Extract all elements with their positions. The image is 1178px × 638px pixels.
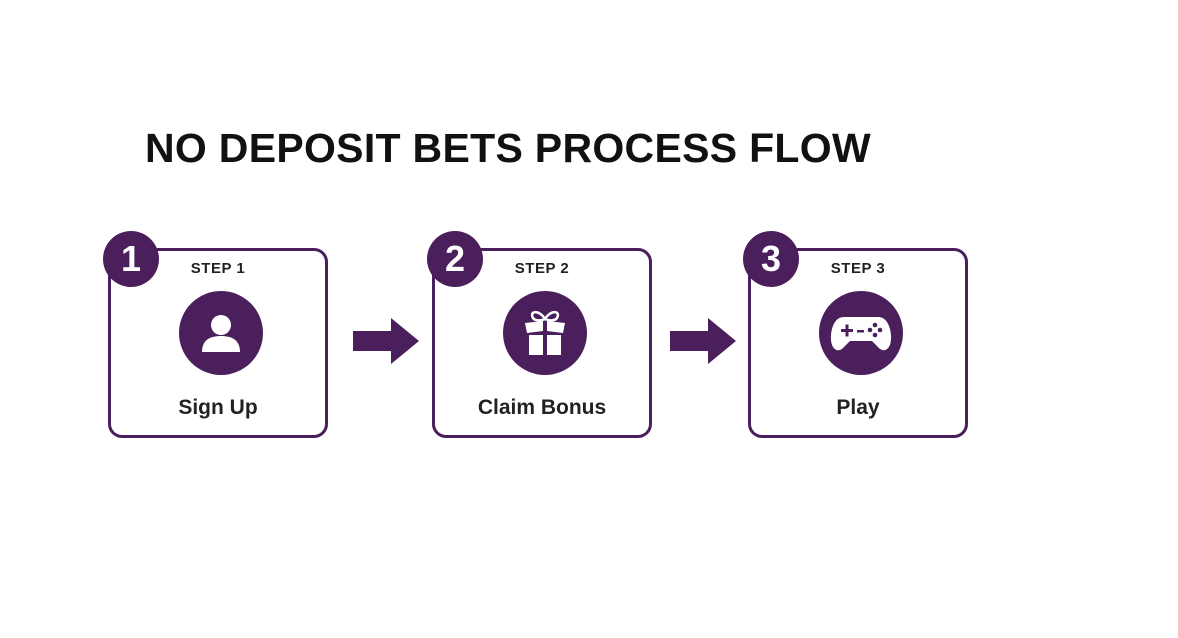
diagram-title: NO DEPOSIT BETS PROCESS FLOW	[145, 125, 871, 171]
gamepad-icon	[819, 291, 903, 375]
step-label: STEP 3	[830, 260, 886, 277]
arrow-right-icon	[670, 318, 736, 364]
step-name: Play	[836, 396, 880, 419]
step-name: Claim Bonus	[477, 396, 607, 419]
step-card-play: 3 STEP 3 Play	[743, 231, 968, 438]
gift-icon	[503, 291, 587, 375]
step-card-claim-bonus: 2 STEP 2 Claim Bonus	[427, 231, 652, 438]
step-card-sign-up: 1 STEP 1 Sign Up	[103, 231, 328, 438]
arrow-right-icon	[353, 318, 419, 364]
step-label: STEP 2	[514, 260, 570, 277]
step-number-badge: 2	[427, 231, 483, 287]
step-label: STEP 1	[190, 260, 246, 277]
step-name: Sign Up	[178, 396, 258, 419]
step-number-badge: 1	[103, 231, 159, 287]
user-icon	[179, 291, 263, 375]
step-number-badge: 3	[743, 231, 799, 287]
